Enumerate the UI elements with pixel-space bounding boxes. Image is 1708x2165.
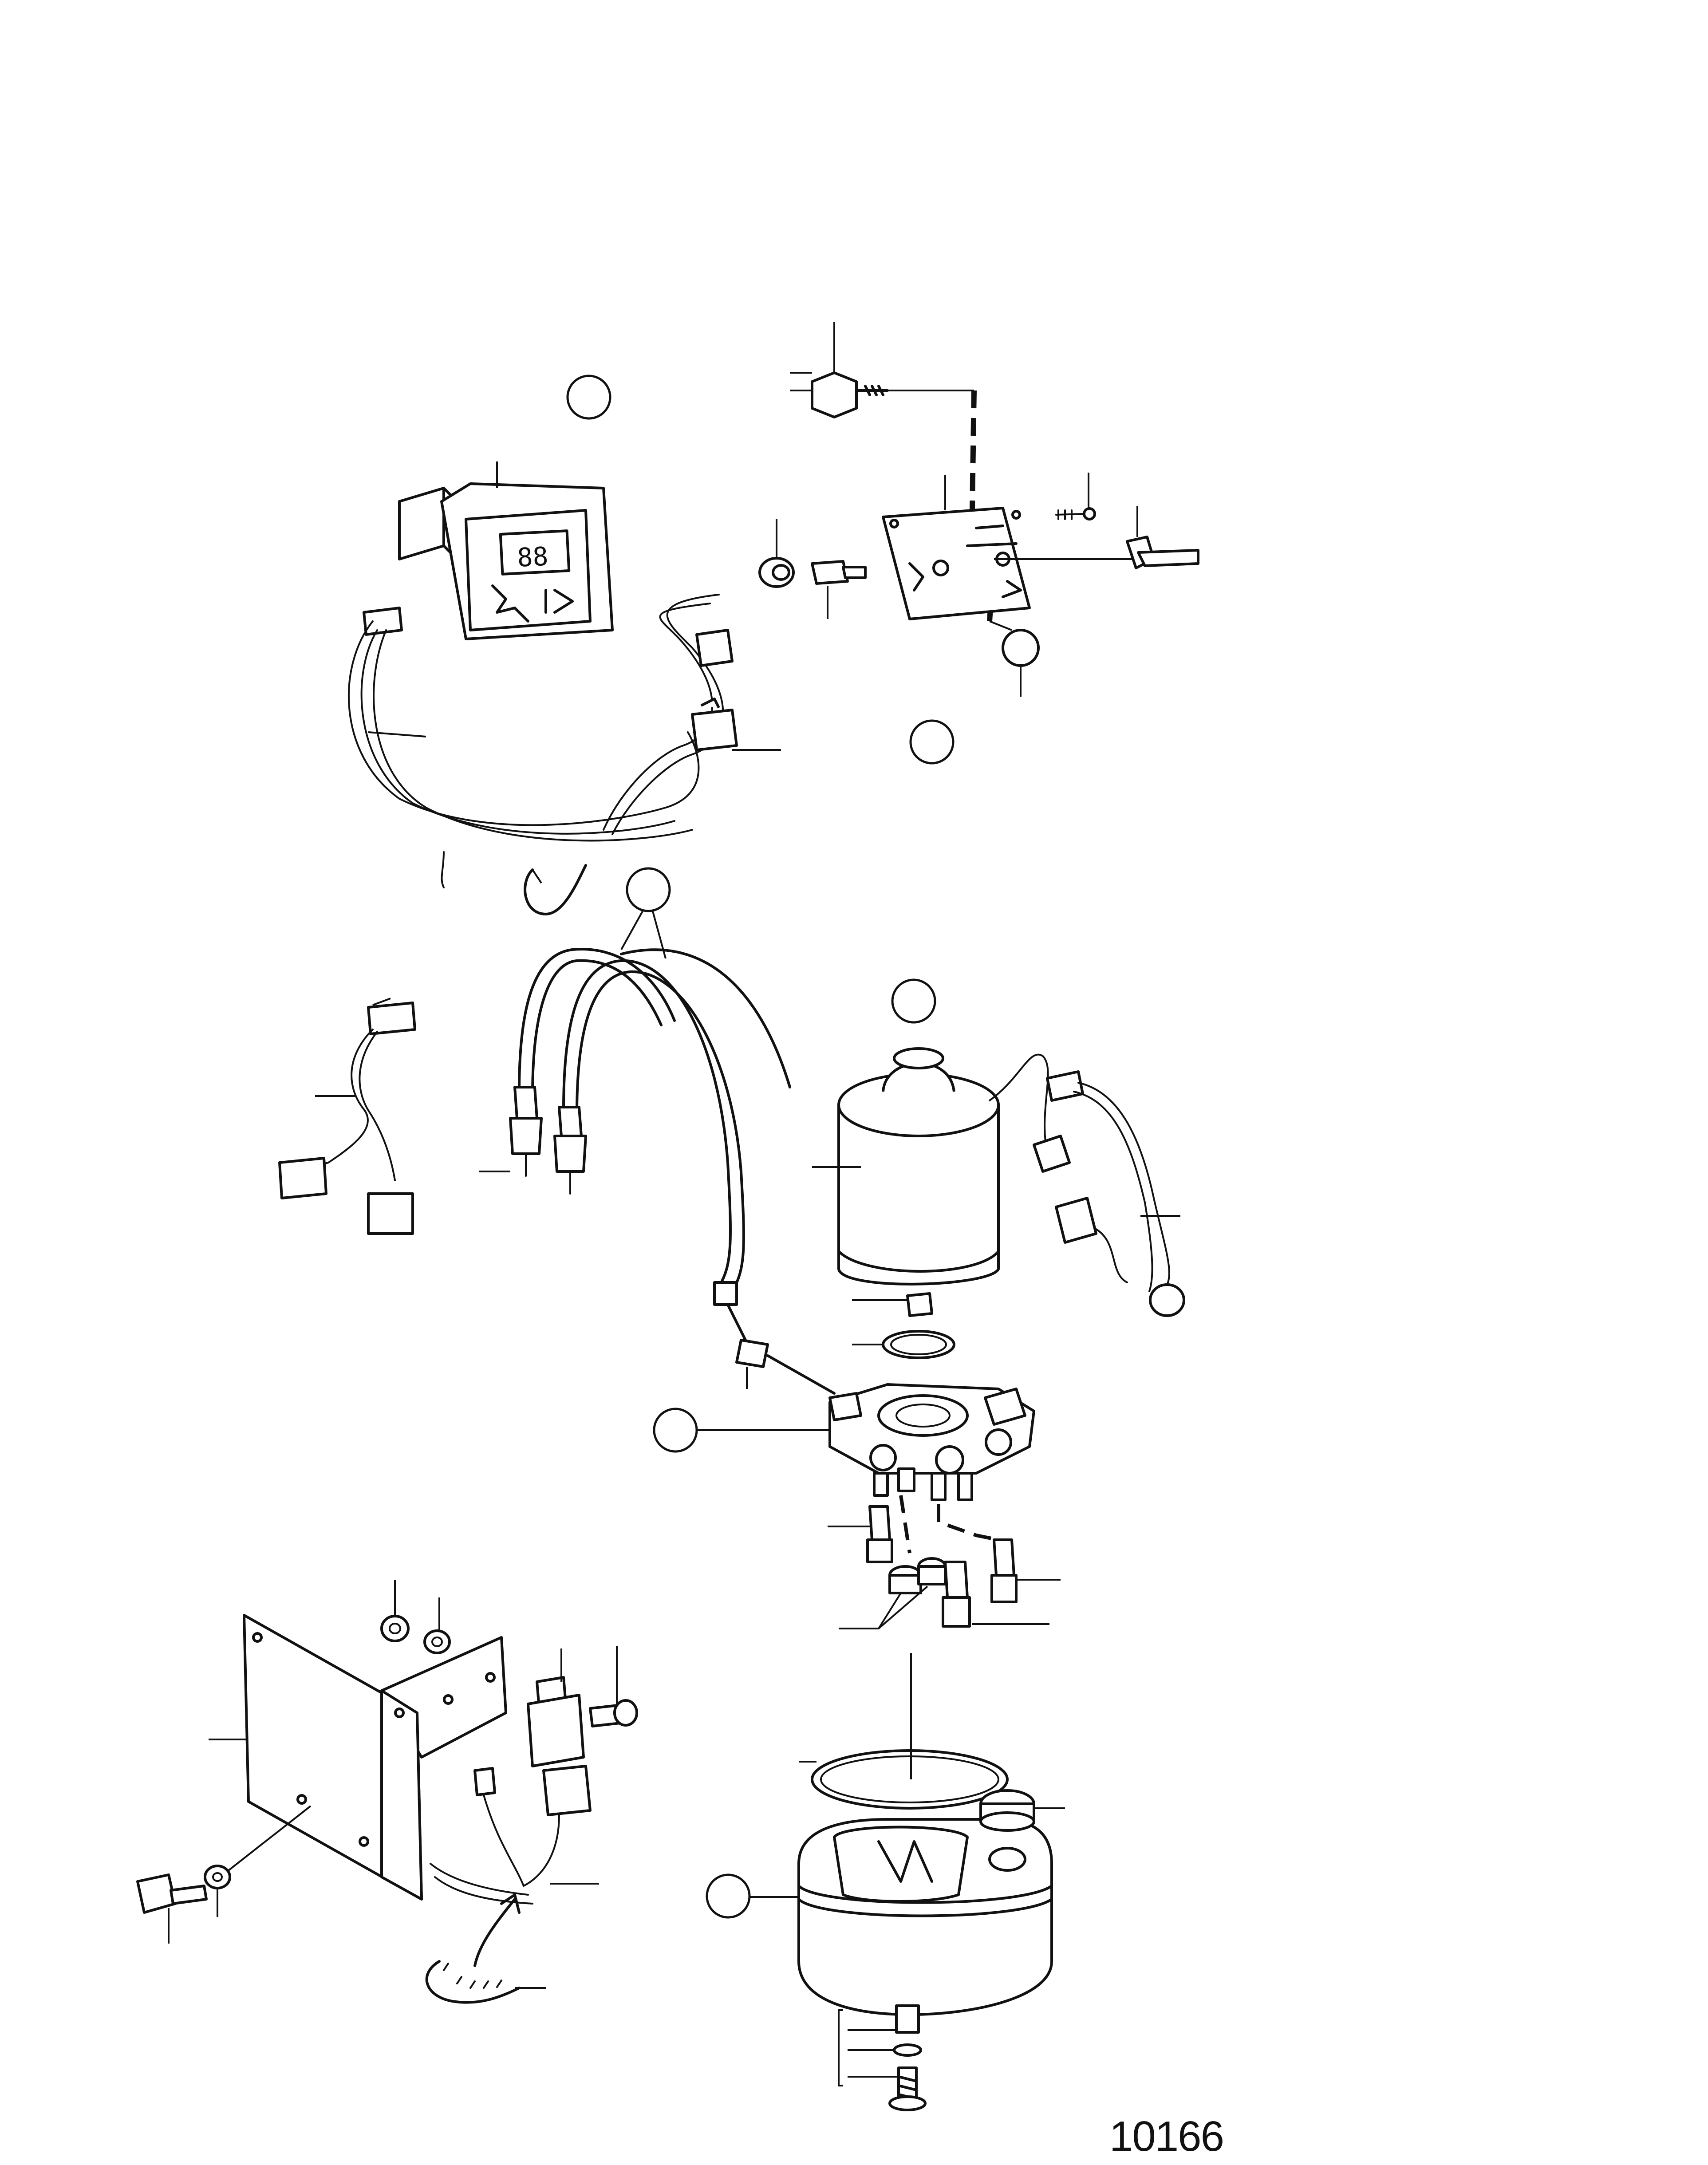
callout-circle-control-panel: [566, 375, 611, 420]
callout-circle-reservoir: [706, 1873, 751, 1919]
sensor-harness: [278, 998, 416, 1235]
trim-arrow-icon: [491, 584, 529, 623]
trim-control-unit: 88: [363, 461, 614, 640]
pump-valves: [828, 1505, 1061, 1629]
trim-up-icon: [908, 562, 924, 592]
fluid-reservoir: [750, 1653, 1065, 2016]
callout-circle-switch-panel: [909, 719, 955, 765]
trim-down-icon: [1002, 580, 1022, 598]
bracket-relay: [425, 1646, 638, 2004]
figure-number: 10166: [1109, 2113, 1224, 2160]
arrow-icon: [473, 1898, 516, 1967]
trim-pump-motor: [812, 1047, 1185, 1359]
drain-plug-stack: [838, 2004, 927, 2111]
control-display-readout: 88: [517, 541, 549, 573]
cable-tie: [524, 864, 587, 915]
switch-assembly: [758, 322, 1199, 697]
callout-circle-pump-body: [653, 1408, 698, 1453]
callout-circle-motor: [891, 978, 936, 1024]
hydraulic-hoses: [479, 909, 836, 1395]
wiring-harness: [347, 594, 781, 915]
callout-circle-hoses: [626, 867, 671, 912]
mounting-bracket: [136, 1580, 507, 1944]
callout-circles: [566, 375, 955, 1919]
pump-body: [697, 1383, 1035, 1554]
